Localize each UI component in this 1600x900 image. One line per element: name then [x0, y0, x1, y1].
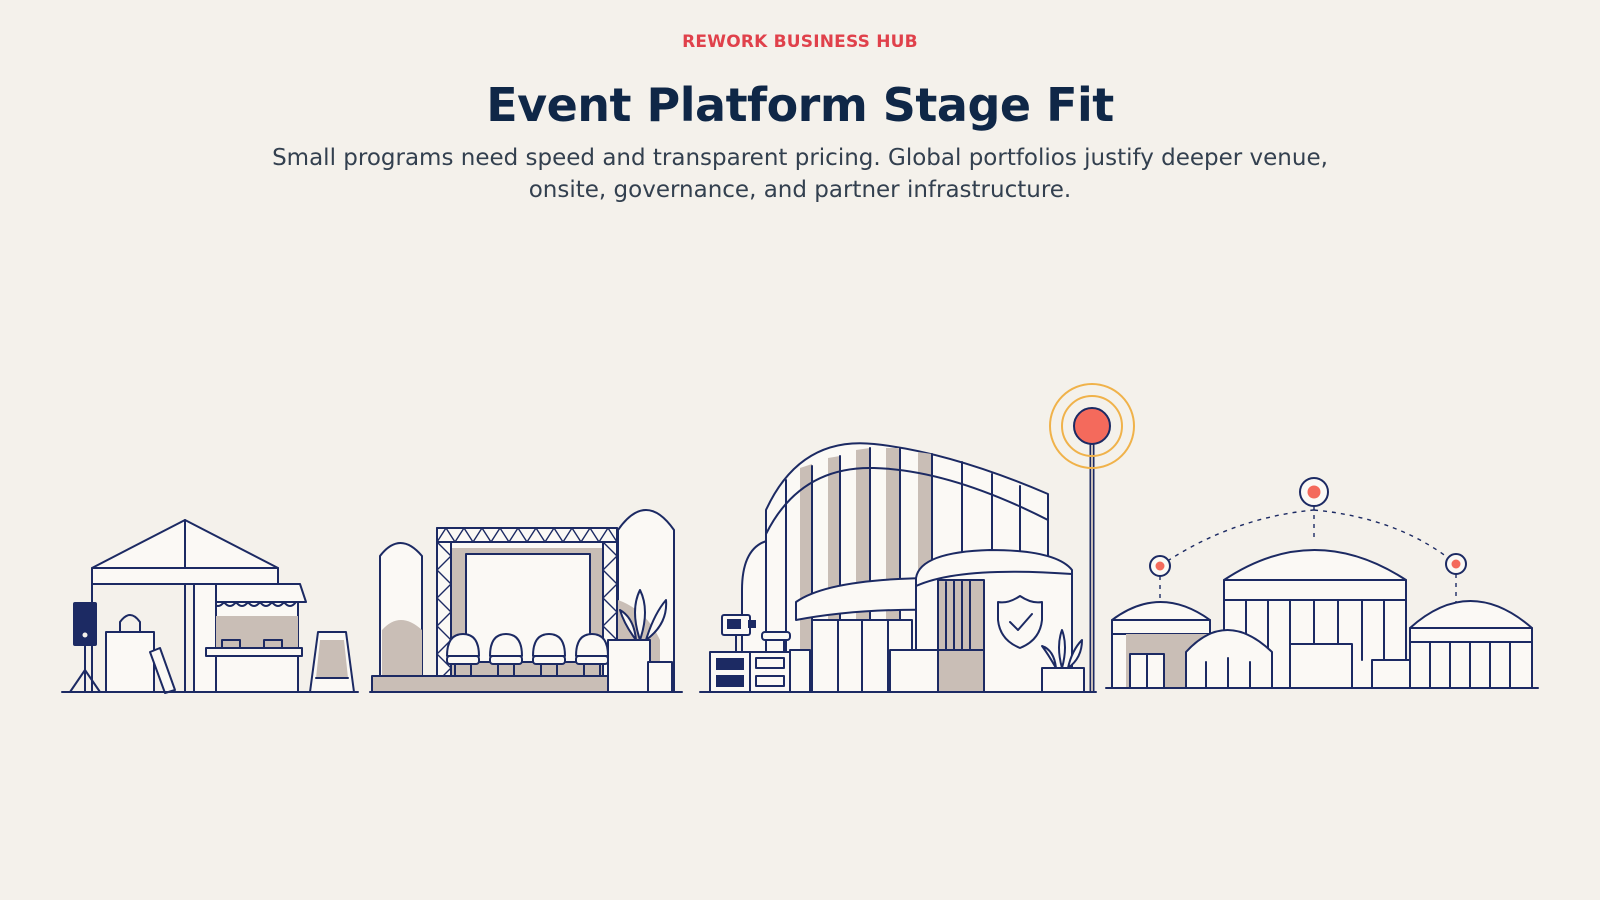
page-title: Event Platform Stage Fit — [486, 78, 1114, 132]
page-subtitle: Small programs need speed and transparen… — [272, 145, 1328, 203]
small-pop-up-booth — [61, 519, 359, 694]
tent-icon — [91, 519, 279, 693]
beacon-pole-icon — [1049, 383, 1135, 692]
global-network-campus — [1105, 477, 1539, 689]
kiosk-icon — [193, 583, 307, 693]
plant-icon — [607, 589, 673, 693]
screen-icon — [465, 553, 591, 663]
venue-building — [699, 383, 1135, 693]
stage-with-seating — [369, 509, 683, 693]
plant-icon — [1041, 629, 1085, 693]
stage-illustration — [0, 370, 1600, 720]
shopping-bag-icon — [105, 614, 176, 694]
eyebrow-label: REWORK BUSINESS HUB — [682, 32, 918, 52]
shield-check-icon — [997, 595, 1043, 649]
a-frame-sign-icon — [309, 631, 355, 693]
domed-building-icon — [1111, 549, 1533, 689]
building-icon — [741, 442, 1073, 693]
network-node-icon — [1149, 477, 1467, 577]
stage-illustration-svg — [61, 383, 1539, 694]
chair-icon — [446, 633, 609, 677]
speaker-icon — [69, 602, 101, 693]
